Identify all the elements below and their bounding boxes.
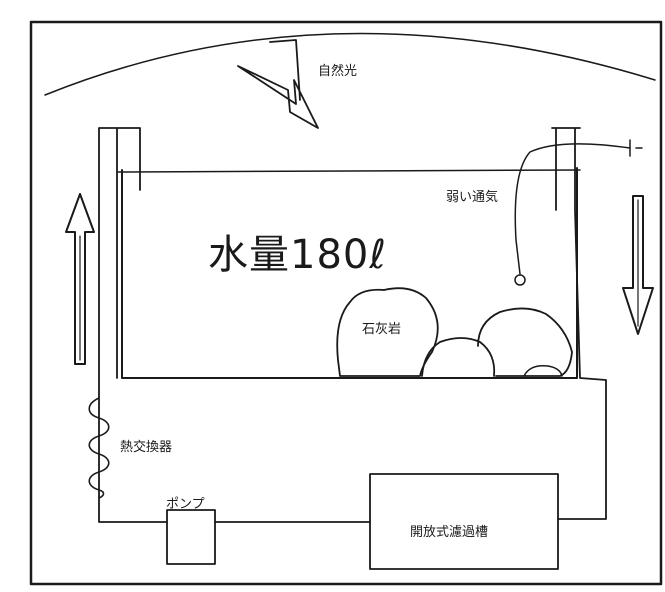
filter-label: 開放式濾過槽 — [410, 525, 489, 540]
aeration-label: 弱い通気 — [446, 190, 499, 205]
flow-down-arrow — [622, 195, 654, 335]
limestone-rock — [421, 337, 496, 377]
water-volume-label: 水量180ℓ — [208, 232, 387, 278]
overflow-pipe — [98, 127, 168, 523]
flow-up-arrow — [65, 193, 95, 365]
valve-symbol — [629, 139, 643, 157]
water-surface — [117, 169, 581, 173]
limestone-rock — [523, 364, 563, 377]
sky-arc — [44, 32, 656, 96]
limestone-rock — [477, 307, 573, 377]
air-tube — [514, 143, 631, 275]
outer-frame — [29, 20, 663, 586]
sunlight-arrow — [237, 39, 319, 129]
air-stone — [514, 274, 526, 286]
return-pipe — [551, 127, 607, 520]
limestone-label: 石灰岩 — [362, 322, 402, 337]
limestone-rock — [336, 287, 439, 377]
pump-box — [166, 509, 216, 565]
pump-label: ポンプ — [166, 497, 205, 512]
sunlight-label: 自然光 — [318, 64, 358, 79]
filter-tank — [369, 473, 559, 570]
heat-exchanger-coil — [88, 397, 110, 499]
heat-exchanger-label: 熱交換器 — [120, 440, 173, 455]
